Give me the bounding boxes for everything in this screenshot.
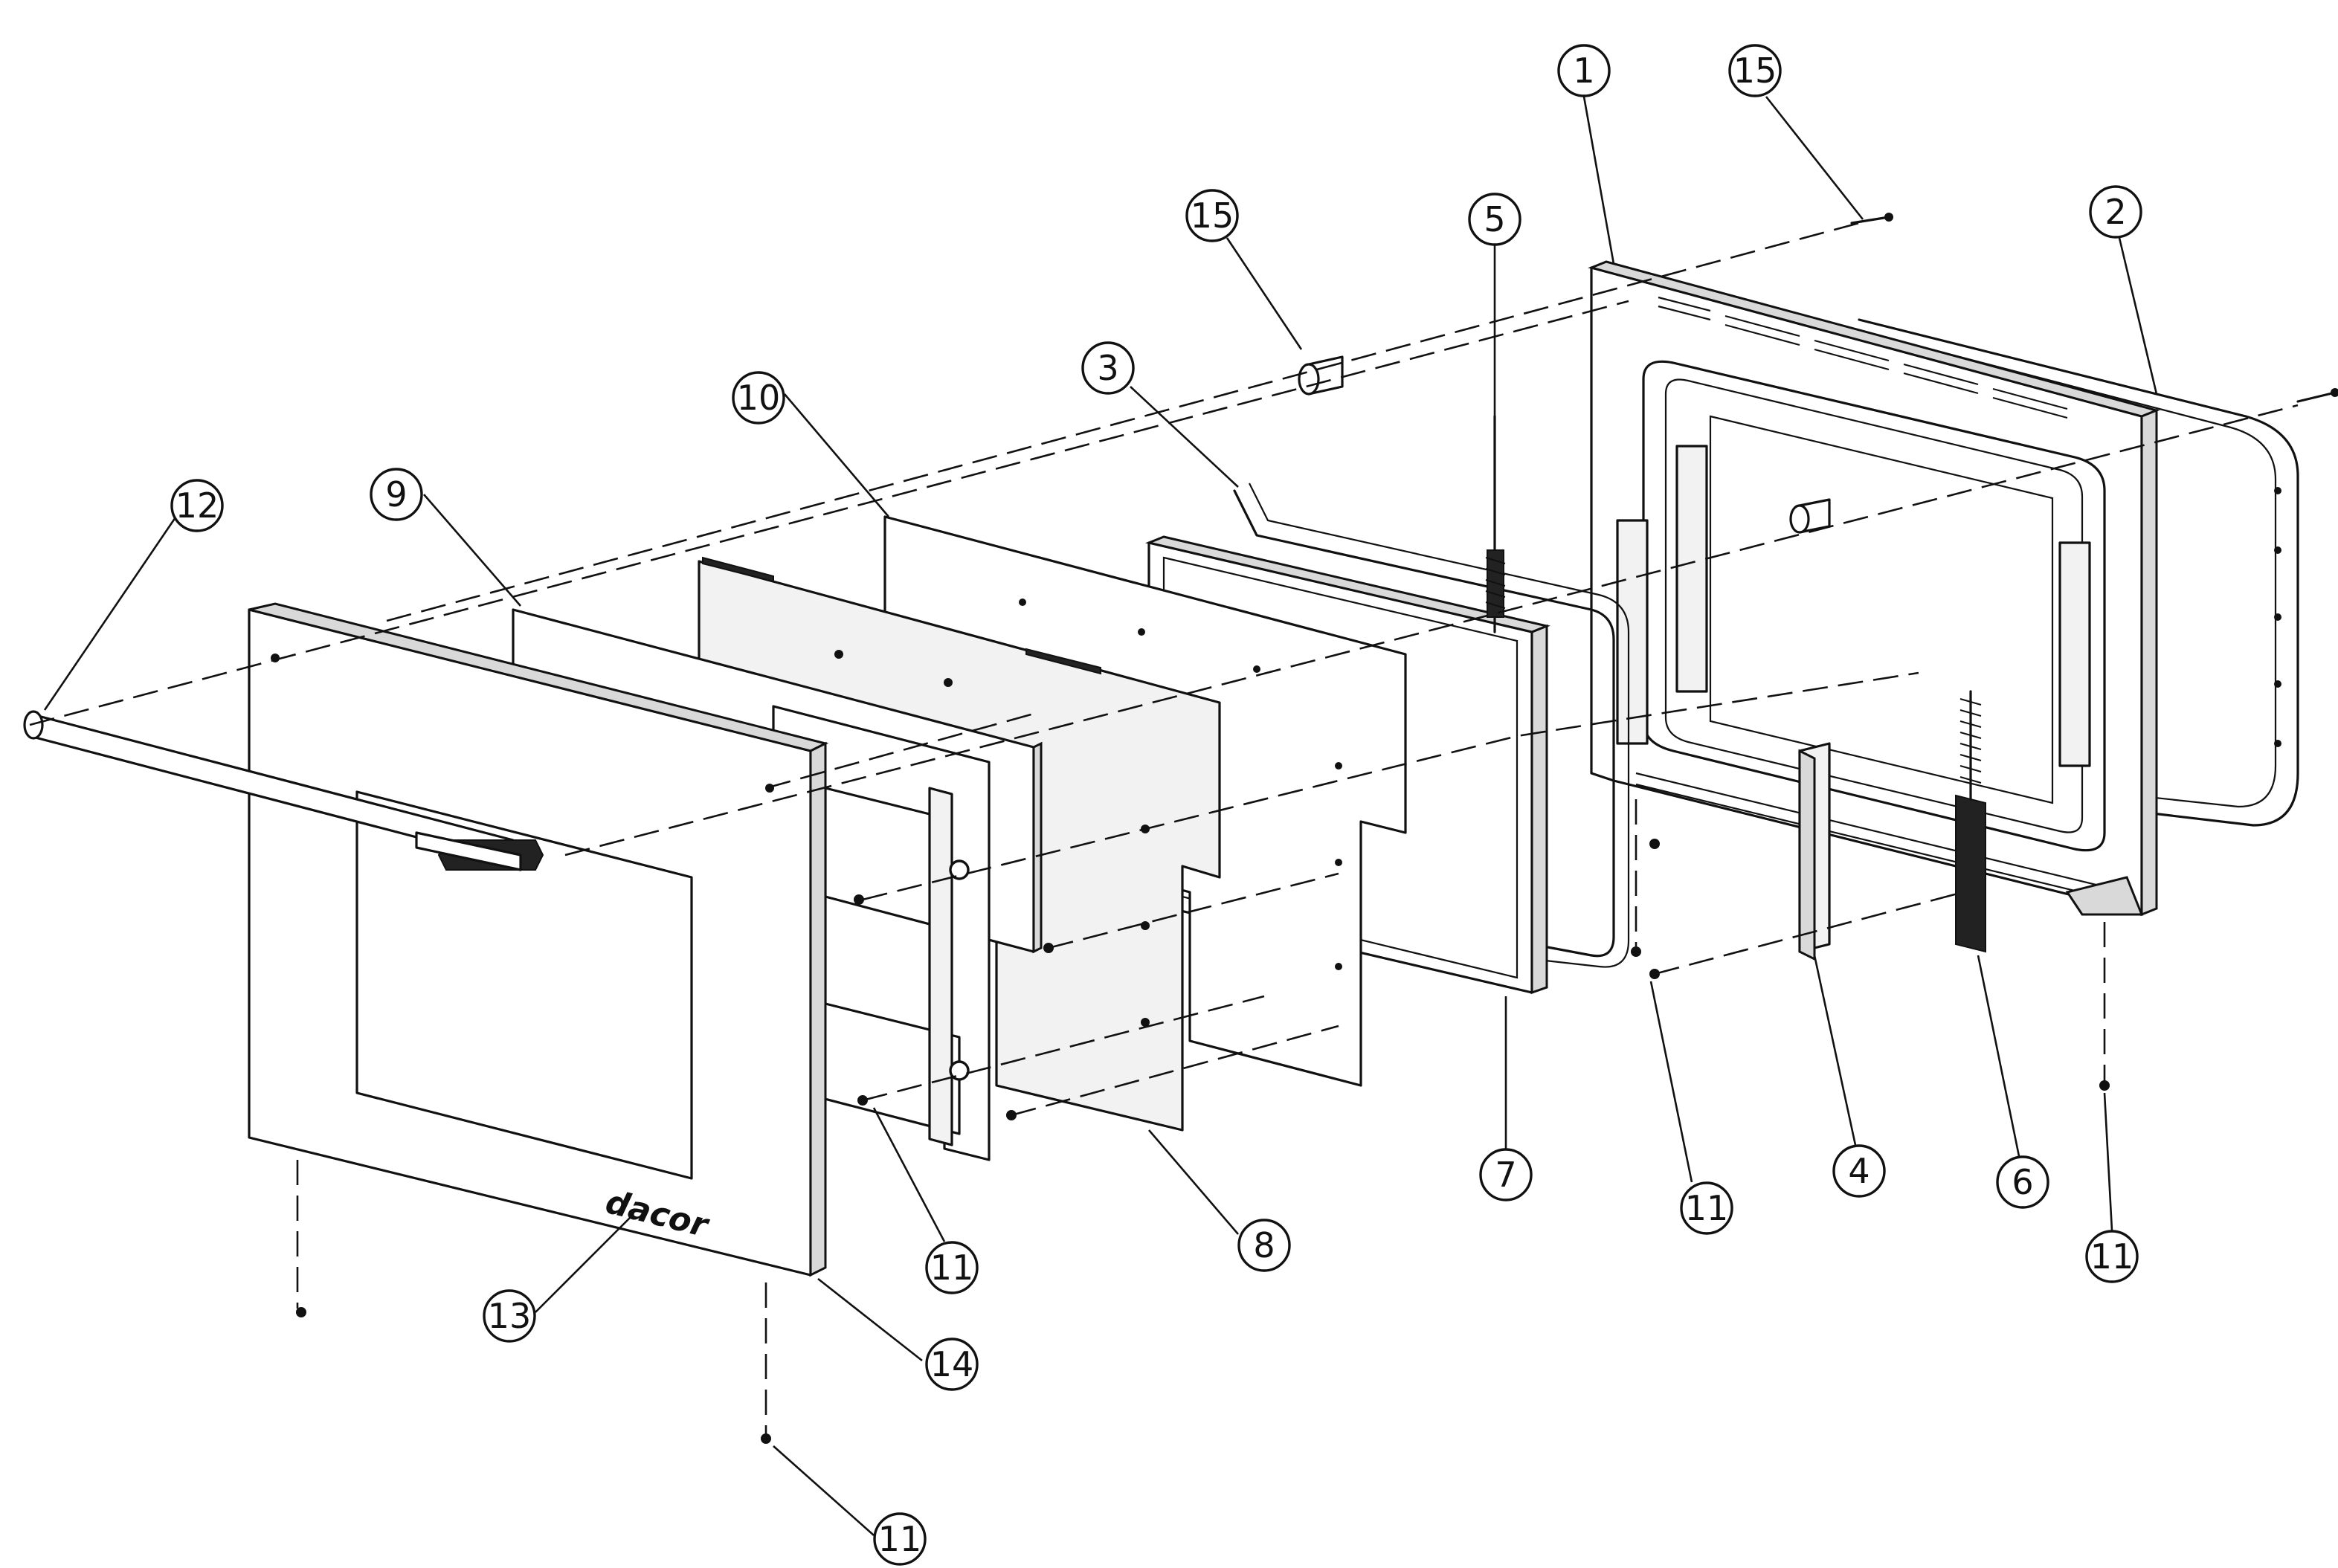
svg-text:5: 5 — [1484, 199, 1505, 239]
part-5-spring — [1485, 415, 1506, 633]
svg-text:12: 12 — [175, 485, 219, 526]
svg-text:14: 14 — [930, 1344, 974, 1384]
svg-text:4: 4 — [1848, 1151, 1870, 1191]
part-12-handle — [23, 710, 544, 871]
svg-text:15: 15 — [1733, 51, 1777, 91]
callouts: 1 15 15 2 5 3 10 9 12 7 11 4 6 11 8 11 1 — [43, 44, 2158, 1566]
callout-15-top: 15 — [1728, 44, 1782, 97]
callout-13: 13 — [483, 1289, 536, 1343]
callout-10: 10 — [732, 371, 785, 425]
callout-1: 1 — [1557, 44, 1611, 97]
callout-7: 7 — [1479, 1148, 1533, 1201]
svg-text:9: 9 — [385, 474, 407, 514]
svg-text:11: 11 — [1685, 1188, 1729, 1228]
svg-text:11: 11 — [2090, 1236, 2134, 1277]
callout-12: 12 — [170, 479, 224, 532]
part-4-hinge-bracket — [1798, 742, 1831, 961]
part-14-outer-door: dacor — [248, 602, 829, 1277]
assembly-lines — [29, 222, 2299, 1435]
svg-text:6: 6 — [2012, 1162, 2033, 1202]
callout-5: 5 — [1468, 193, 1521, 246]
svg-text:13: 13 — [488, 1296, 532, 1336]
svg-text:1: 1 — [1573, 51, 1594, 91]
svg-text:8: 8 — [1253, 1225, 1275, 1265]
part-1-inner-door-frame — [1588, 260, 2160, 917]
callout-14: 14 — [925, 1338, 979, 1391]
callout-6: 6 — [1996, 1155, 2049, 1209]
svg-text:15: 15 — [1191, 196, 1234, 236]
svg-text:10: 10 — [737, 378, 781, 418]
svg-text:11: 11 — [878, 1519, 922, 1559]
vent-slots — [1658, 296, 2068, 419]
callout-11-bottom: 11 — [873, 1512, 927, 1566]
svg-text:7: 7 — [1495, 1155, 1516, 1195]
callout-11-right: 11 — [2085, 1230, 2139, 1283]
svg-text:3: 3 — [1097, 348, 1118, 388]
callout-8: 8 — [1237, 1219, 1291, 1272]
svg-text:11: 11 — [930, 1248, 974, 1288]
callout-4: 4 — [1832, 1144, 1886, 1198]
callout-15-spacer: 15 — [1185, 189, 1239, 242]
part-3-door-gasket — [1233, 483, 1630, 968]
callout-11-mid: 11 — [1680, 1181, 1733, 1235]
svg-text:2: 2 — [2104, 192, 2126, 232]
part-15-spacer — [1298, 355, 1344, 396]
part-6-hinge — [1955, 690, 1986, 953]
callout-11-left: 11 — [925, 1241, 979, 1294]
callout-2: 2 — [2089, 185, 2142, 239]
part-2-rear-gasket — [1858, 318, 2299, 827]
callout-3: 3 — [1081, 341, 1135, 395]
callout-9: 9 — [370, 468, 423, 521]
